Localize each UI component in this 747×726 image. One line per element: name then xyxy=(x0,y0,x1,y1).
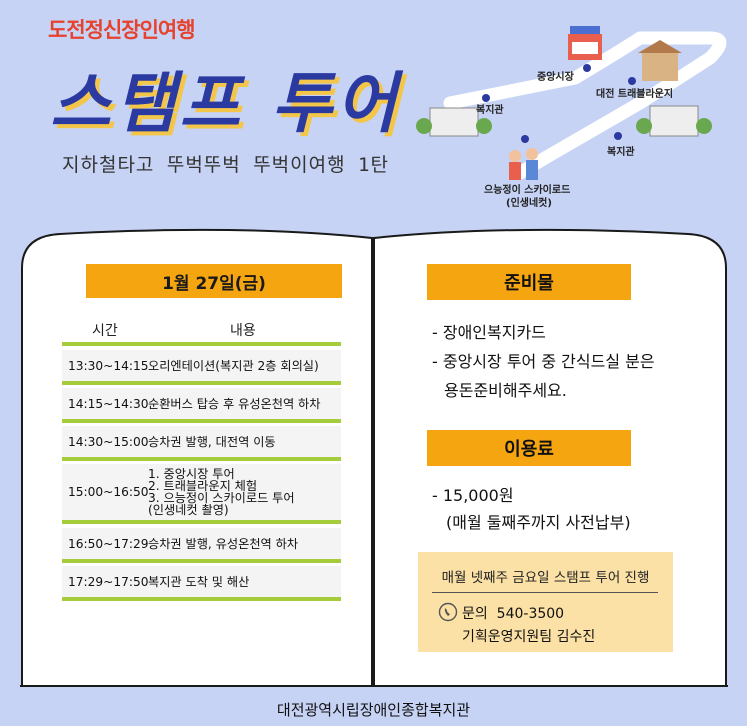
prep-item: - 장애인복지카드 xyxy=(432,323,546,342)
building-welfare-right-icon xyxy=(636,105,712,137)
row-time: 15:00~16:50 xyxy=(68,485,149,499)
footer-org: 대전광역시립장애인종합복지관 xyxy=(276,701,471,719)
pin-icon xyxy=(521,135,529,143)
row-time: 14:30~15:00 xyxy=(68,434,149,449)
date-banner: 1월 27일(금) xyxy=(86,264,342,298)
building-lounge-icon xyxy=(638,40,682,81)
map-label-market: 중앙시장 xyxy=(537,72,574,83)
pin-icon xyxy=(482,94,490,102)
col-content: 내용 xyxy=(230,323,256,339)
row-desc: 오리엔테이션(복지관 2층 회의실) xyxy=(148,358,319,373)
page-title: 스탬프 투어 xyxy=(50,65,401,142)
table-row: 14:30~15:00 승차권 발행, 대전역 이동 xyxy=(62,426,341,461)
tagline: 도전정신장인여행 xyxy=(48,14,196,44)
route-map-illustration xyxy=(416,26,727,180)
row-desc: 1. 중앙시장 투어 2. 트래블라운지 체험 3. 으능정이 스카이로드 투어… xyxy=(148,468,341,516)
table-row: 17:29~17:50 복지관 도착 및 해산 xyxy=(62,566,341,601)
prep-list: - 장애인복지카드 - 중앙시장 투어 중 간식드실 분은 용돈준비해주세요. xyxy=(432,318,655,405)
map-label-skyroad: 으능정이 스카이로드 xyxy=(484,185,571,196)
pin-icon xyxy=(628,77,636,85)
pin-icon xyxy=(583,64,591,72)
table-row: 16:50~17:29 승차권 발행, 유성온천역 하차 xyxy=(62,528,341,563)
map-label-photo: (인생네컷) xyxy=(506,198,552,209)
contact-label: 문의 xyxy=(462,606,488,622)
fee-note: (매월 둘째주까지 사전납부) xyxy=(446,513,631,532)
contact-phone[interactable]: 540-3500 xyxy=(496,606,565,622)
route-map: 중앙시장 복지관 대전 트래블라운지 복지관 으능정이 스카이로드 (인생네컷) xyxy=(410,8,740,209)
row-desc-line: 2. 트래블라운지 체험 xyxy=(148,479,258,493)
table-row: 13:30~14:15 오리엔테이션(복지관 2층 회의실) xyxy=(62,350,341,385)
building-market-icon xyxy=(568,26,602,60)
table-row: 14:15~14:30 순환버스 탑승 후 유성온천역 하차 xyxy=(62,388,341,423)
tag-part-2: 장인 xyxy=(121,18,159,42)
row-time: 17:29~17:50 xyxy=(68,574,149,589)
row-desc: 순환버스 탑승 후 유성온천역 하차 xyxy=(148,396,321,411)
prep-banner: 준비물 xyxy=(427,264,631,300)
row-desc: 승차권 발행, 대전역 이동 xyxy=(148,434,276,449)
contact-line: 문의 540-3500 xyxy=(462,603,564,623)
building-welfare-left-icon xyxy=(416,107,492,137)
tag-part-3: 여행 xyxy=(157,18,196,42)
row-desc: 승차권 발행, 유성온천역 하차 xyxy=(148,536,299,551)
tag-part-1: 도전정신 xyxy=(48,18,122,42)
row-desc: 복지관 도착 및 해산 xyxy=(148,574,250,589)
col-time: 시간 xyxy=(92,323,118,339)
row-time: 16:50~17:29 xyxy=(68,536,149,551)
phone-icon xyxy=(438,602,458,622)
row-desc-line: (인생네컷 촬영) xyxy=(148,503,229,517)
fee-info: - 15,000원 (매월 둘째주까지 사전납부) xyxy=(432,482,631,536)
map-label-welfare-2: 복지관 xyxy=(607,147,635,158)
info-divider xyxy=(432,592,658,593)
map-label-lounge: 대전 트래블라운지 xyxy=(596,89,674,100)
row-desc-line: 1. 중앙시장 투어 xyxy=(148,467,235,481)
fee-amount: - 15,000원 xyxy=(432,486,514,505)
people-icon xyxy=(509,148,538,180)
prep-item: 용돈준비해주세요. xyxy=(444,381,567,400)
table-row: 15:00~16:50 1. 중앙시장 투어 2. 트래블라운지 체험 3. 으… xyxy=(62,464,341,524)
row-time: 14:15~14:30 xyxy=(68,396,149,411)
pin-icon xyxy=(614,132,622,140)
monthly-note: 매월 넷째주 금요일 스탬프 투어 진행 xyxy=(441,570,650,586)
row-time: 13:30~14:15 xyxy=(68,358,149,373)
row-desc-line: 3. 으능정이 스카이로드 투어 xyxy=(148,491,295,505)
info-box: 매월 넷째주 금요일 스탬프 투어 진행 문의 540-3500 기획운영지원팀… xyxy=(418,552,673,652)
fee-banner: 이용료 xyxy=(427,430,631,466)
contact-team: 기획운영지원팀 김수진 xyxy=(462,629,596,645)
header-divider xyxy=(62,342,341,346)
subtitle: 지하철타고 뚜벅뚜벅 뚜벅이여행 1탄 xyxy=(62,154,389,176)
prep-item: - 중앙시장 투어 중 간식드실 분은 xyxy=(432,352,655,371)
map-label-welfare-1: 복지관 xyxy=(476,105,504,116)
